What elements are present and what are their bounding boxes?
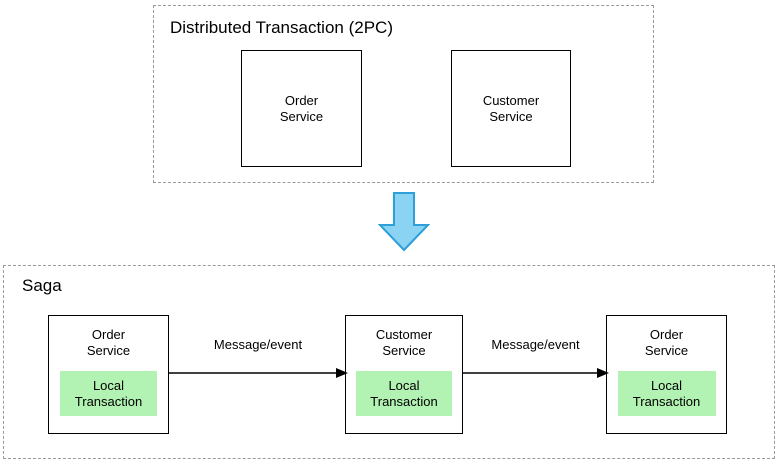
distributed-transaction-group-title: Distributed Transaction (2PC): [170, 18, 393, 37]
customer-service-box-2pc: Customer Service: [451, 50, 571, 167]
order-service-box-saga-2: Order Service Local Transaction: [606, 315, 727, 434]
order-service-label-2pc: Order Service: [279, 92, 324, 124]
local-transaction-badge-3: Local Transaction: [617, 371, 716, 416]
down-arrow-icon: [378, 192, 430, 252]
message-event-arrow-2: [462, 368, 609, 378]
customer-service-label-2pc: Customer Service: [482, 92, 540, 124]
local-transaction-badge-1: Local Transaction: [60, 371, 157, 416]
order-service-label-saga-2: Order Service: [644, 327, 689, 358]
customer-service-label-saga: Customer Service: [375, 327, 433, 358]
message-event-label-2: Message/event: [491, 337, 580, 352]
message-event-label-1: Message/event: [213, 337, 303, 352]
local-transaction-badge-2: Local Transaction: [356, 371, 452, 416]
distributed-transaction-group: Distributed Transaction (2PC): [153, 5, 654, 183]
order-service-box-2pc: Order Service: [241, 50, 362, 167]
customer-service-box-saga: Customer Service Local Transaction: [345, 315, 463, 434]
message-event-arrow-1: [168, 368, 348, 378]
order-service-box-saga-1: Order Service Local Transaction: [48, 315, 169, 434]
saga-group-title: Saga: [22, 276, 62, 295]
order-service-label-saga-1: Order Service: [86, 327, 131, 358]
